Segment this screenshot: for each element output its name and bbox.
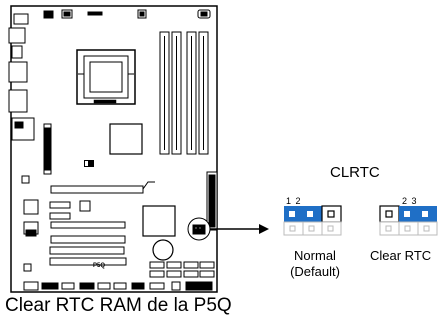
clear-pin-numbers: 2 3 (402, 196, 418, 206)
small-chip (84, 160, 94, 167)
bottom-headers (23, 281, 213, 291)
jumper-title: CLRTC (330, 164, 380, 181)
normal-setting-label: Normal (294, 248, 336, 263)
figure-caption: Clear RTC RAM de la P5Q (5, 295, 232, 316)
board-model-label: P5Q (93, 263, 106, 269)
southbridge-chip (142, 205, 176, 237)
clrtc-jumper-on-board (187, 217, 211, 241)
sata-connectors (149, 261, 215, 278)
cpu-socket (76, 49, 136, 105)
pcie-x16-slot (50, 181, 155, 194)
dimm-slots (159, 31, 209, 155)
jumper-normal-setting (283, 205, 342, 236)
normal-pin-numbers: 1 2 (286, 196, 302, 206)
top-connectors (43, 9, 211, 19)
northbridge-chip (109, 123, 143, 155)
jumper-clear-setting (379, 205, 438, 236)
default-note-label: (Default) (290, 264, 340, 279)
clear-rtc-setting-label: Clear RTC (370, 248, 432, 263)
cmos-battery (152, 239, 174, 261)
jumper-cap-2-3 (399, 206, 437, 222)
atx-power-connector (206, 171, 218, 231)
rear-io-connectors (8, 13, 35, 141)
expansion-slots (23, 221, 127, 272)
callout-arrow (210, 224, 269, 234)
side-header (43, 123, 52, 175)
jumper-cap-1-2 (284, 206, 322, 222)
misc-components (23, 199, 91, 237)
